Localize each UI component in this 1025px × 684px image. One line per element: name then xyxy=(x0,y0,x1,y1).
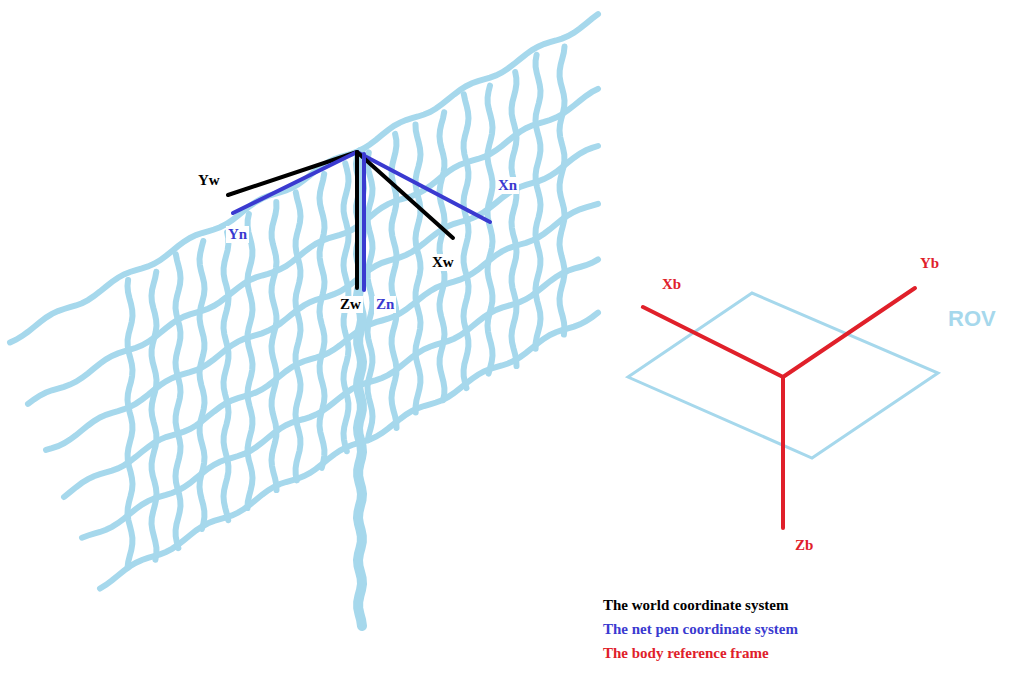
net-strand xyxy=(512,72,517,366)
axis-label: Yb xyxy=(918,255,941,272)
net-strand xyxy=(10,14,598,342)
net-strand xyxy=(560,47,565,335)
net-pen xyxy=(10,14,598,626)
legend-entry: The body reference frame xyxy=(603,644,769,662)
net-strand xyxy=(128,280,133,568)
axis-line xyxy=(783,288,915,377)
axis-label: Zw xyxy=(338,296,363,313)
net-strand xyxy=(488,86,493,374)
vehicle-label: ROV xyxy=(946,306,998,332)
legend-text: The world coordinate system xyxy=(603,597,788,613)
net-strand xyxy=(176,254,181,548)
legend-entry: The world coordinate system xyxy=(603,596,788,614)
axis-label: Xw xyxy=(430,254,456,271)
legend-text: The body reference frame xyxy=(603,645,769,661)
net-strand xyxy=(464,94,469,388)
net-strand xyxy=(82,260,598,538)
net-strand xyxy=(248,214,253,508)
axis-label: Yn xyxy=(226,226,249,243)
axis-line xyxy=(643,307,783,377)
net-strand xyxy=(416,125,421,413)
axis-label: Zn xyxy=(374,296,396,313)
net-strand xyxy=(536,55,541,349)
axis-label: Zb xyxy=(793,537,815,554)
axis-line xyxy=(362,154,366,290)
axis-line xyxy=(357,152,453,238)
net-strand xyxy=(200,241,205,529)
axis-line xyxy=(781,377,785,528)
net-rope xyxy=(358,152,362,626)
axis-label: Xb xyxy=(660,276,683,293)
legend-entry: The net pen coordinate system xyxy=(603,620,798,638)
net-strand xyxy=(224,232,229,520)
axis-label: Xn xyxy=(496,177,519,194)
net-strand xyxy=(392,134,397,428)
axis-label: Yw xyxy=(196,172,222,189)
net-strand xyxy=(368,152,373,440)
axis-line xyxy=(228,152,357,195)
net-strand xyxy=(152,272,157,560)
axis-line xyxy=(233,152,357,213)
axis-line xyxy=(355,152,359,288)
net-strand xyxy=(320,174,325,468)
legend-text: The net pen coordinate system xyxy=(603,621,798,637)
net-strand xyxy=(272,202,277,490)
net-strand xyxy=(296,192,301,480)
